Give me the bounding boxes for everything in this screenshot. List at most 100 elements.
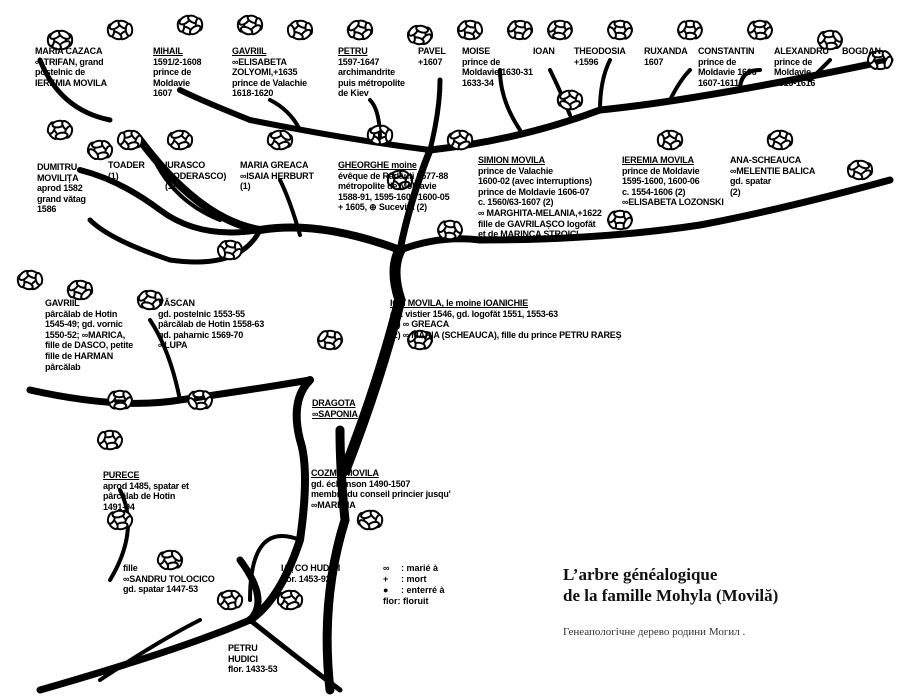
- person-detail: 1607: [153, 88, 173, 99]
- leaf-cluster: [656, 129, 684, 151]
- person-detail: Moldavie: [774, 67, 811, 78]
- person-name: RUXANDA: [644, 46, 688, 56]
- legend-row: +: mort: [383, 574, 427, 584]
- person-bogdan: BOGDAN: [842, 46, 881, 57]
- leaf-cluster: [176, 14, 204, 36]
- leaf-cluster: [107, 389, 133, 411]
- branch: [108, 488, 130, 582]
- leaf-cluster: [846, 159, 874, 181]
- person-detail: de Kiev: [338, 88, 369, 99]
- leaf-cluster: [266, 129, 294, 151]
- person-detail: grand vătag: [37, 193, 86, 204]
- leaf-cluster: [216, 239, 244, 261]
- person-detail: gd. paharnic 1569-70: [158, 329, 244, 340]
- leaf-cluster: [677, 19, 703, 41]
- person-detail: puis métropolite: [338, 77, 405, 88]
- leaf-cluster: [456, 19, 484, 41]
- person-name: MOISE: [462, 46, 491, 56]
- person-detail: IEREMIA MOVILA: [35, 77, 107, 88]
- leaf-cluster: [356, 509, 384, 531]
- person-detail: +1607: [418, 56, 443, 67]
- person-detail: ∞LUPA: [158, 340, 188, 351]
- person-detail: archimandrite: [338, 67, 395, 78]
- branch: [598, 58, 612, 112]
- branch: [738, 68, 762, 92]
- person-detail: 1591/2-1608: [153, 56, 202, 67]
- branch: [368, 98, 382, 142]
- person-detail: Moldavie 1606: [698, 67, 757, 78]
- legend: ∞: marié à +: mort ●: enterré à flor: fl…: [383, 563, 445, 607]
- person-detail: 1597-1647: [338, 56, 380, 67]
- branch: [37, 57, 113, 123]
- leaf-cluster: [506, 19, 534, 41]
- person-detail: postelnic de: [35, 67, 86, 78]
- person-name: BOGDAN: [842, 46, 881, 56]
- person-detail: gd. échanson 1490-1507: [311, 478, 411, 489]
- person-detail: 1595-1600, 1600-06: [622, 176, 700, 187]
- leaf-cluster: [866, 49, 894, 71]
- person-name: ION MOVILA, le moine IOANICHIE: [390, 298, 529, 308]
- figure-subtitle: Генеапологічне дерево родини Могил .: [563, 626, 746, 638]
- leaf-cluster: [187, 389, 213, 411]
- leaf-cluster: [346, 19, 374, 41]
- leaf-cluster: [607, 209, 633, 231]
- person-detail: 1545-49; gd. vornic: [45, 319, 123, 330]
- person-detail: 1633-34: [462, 77, 494, 88]
- person-detail: ∞ISAIA HERBURT: [240, 170, 314, 181]
- person-detail: ∞ MARGHITA-MELANIA,+1622: [478, 207, 602, 218]
- branch: [396, 56, 894, 254]
- leaf-cluster: [406, 24, 434, 46]
- branch: [427, 77, 443, 153]
- person-detail: Moldavie: [153, 77, 190, 88]
- person-name: CONSTANTIN: [698, 46, 755, 56]
- person-detail: gd. postelnic 1553-55: [158, 308, 245, 319]
- person-detail: HUDICI: [228, 653, 258, 664]
- leaf-cluster: [316, 329, 344, 351]
- person-name: MIHAIL: [153, 46, 183, 56]
- person-name: PETRU: [228, 643, 258, 653]
- person-name: PURECE: [103, 470, 140, 480]
- person-detail: aprod 1582: [37, 183, 83, 194]
- person-detail: flor. 1453-92: [281, 573, 331, 584]
- leaf-cluster: [386, 169, 414, 191]
- person-name: COZMA MOVILA: [311, 468, 379, 478]
- person-name: PETRU: [338, 46, 368, 56]
- person-toader: TOADER(1): [108, 160, 145, 181]
- person-name: fille: [123, 563, 138, 573]
- branch: [322, 425, 350, 695]
- person-pavel: PAVEL+1607: [418, 46, 446, 67]
- person-detail: ∞ TRIFAN, grand: [35, 56, 104, 67]
- leaf-cluster: [106, 19, 134, 41]
- leaf-cluster: [546, 19, 574, 41]
- person-detail: prince de: [462, 56, 501, 67]
- person-detail: fille de DASCO, petite: [45, 340, 134, 351]
- leaf-cluster: [166, 129, 194, 151]
- person-detail: flor. 1433-53: [228, 664, 278, 675]
- person-detail: (2) ∞ MARIA (SCHEAUCA), fille du prince …: [390, 329, 622, 340]
- leaf-cluster: [136, 289, 164, 311]
- person-name: THEODOSIA: [574, 46, 626, 56]
- person-maria-greaca: MARIA GREACA∞ISAIA HERBURT(1): [240, 160, 314, 192]
- leaf-cluster: [556, 89, 584, 111]
- person-detail: membre du conseil princier jusqu': [311, 489, 451, 500]
- person-detail: pârcălab de Hotin 1558-63: [158, 319, 265, 330]
- person-detail: prince de Moldavie 1606-07: [478, 186, 590, 197]
- person-detail: + 1605, ⊕ Sucevița (2): [338, 202, 427, 213]
- person-detail: gd. spatar: [730, 176, 772, 187]
- person-detail: évêque de Rădăuți 1577-88: [338, 170, 449, 181]
- branch: [268, 98, 302, 132]
- person-ioan: IOAN: [533, 46, 555, 57]
- person-name: PAVEL: [418, 46, 446, 56]
- person-detail: 1618-1620: [232, 88, 274, 99]
